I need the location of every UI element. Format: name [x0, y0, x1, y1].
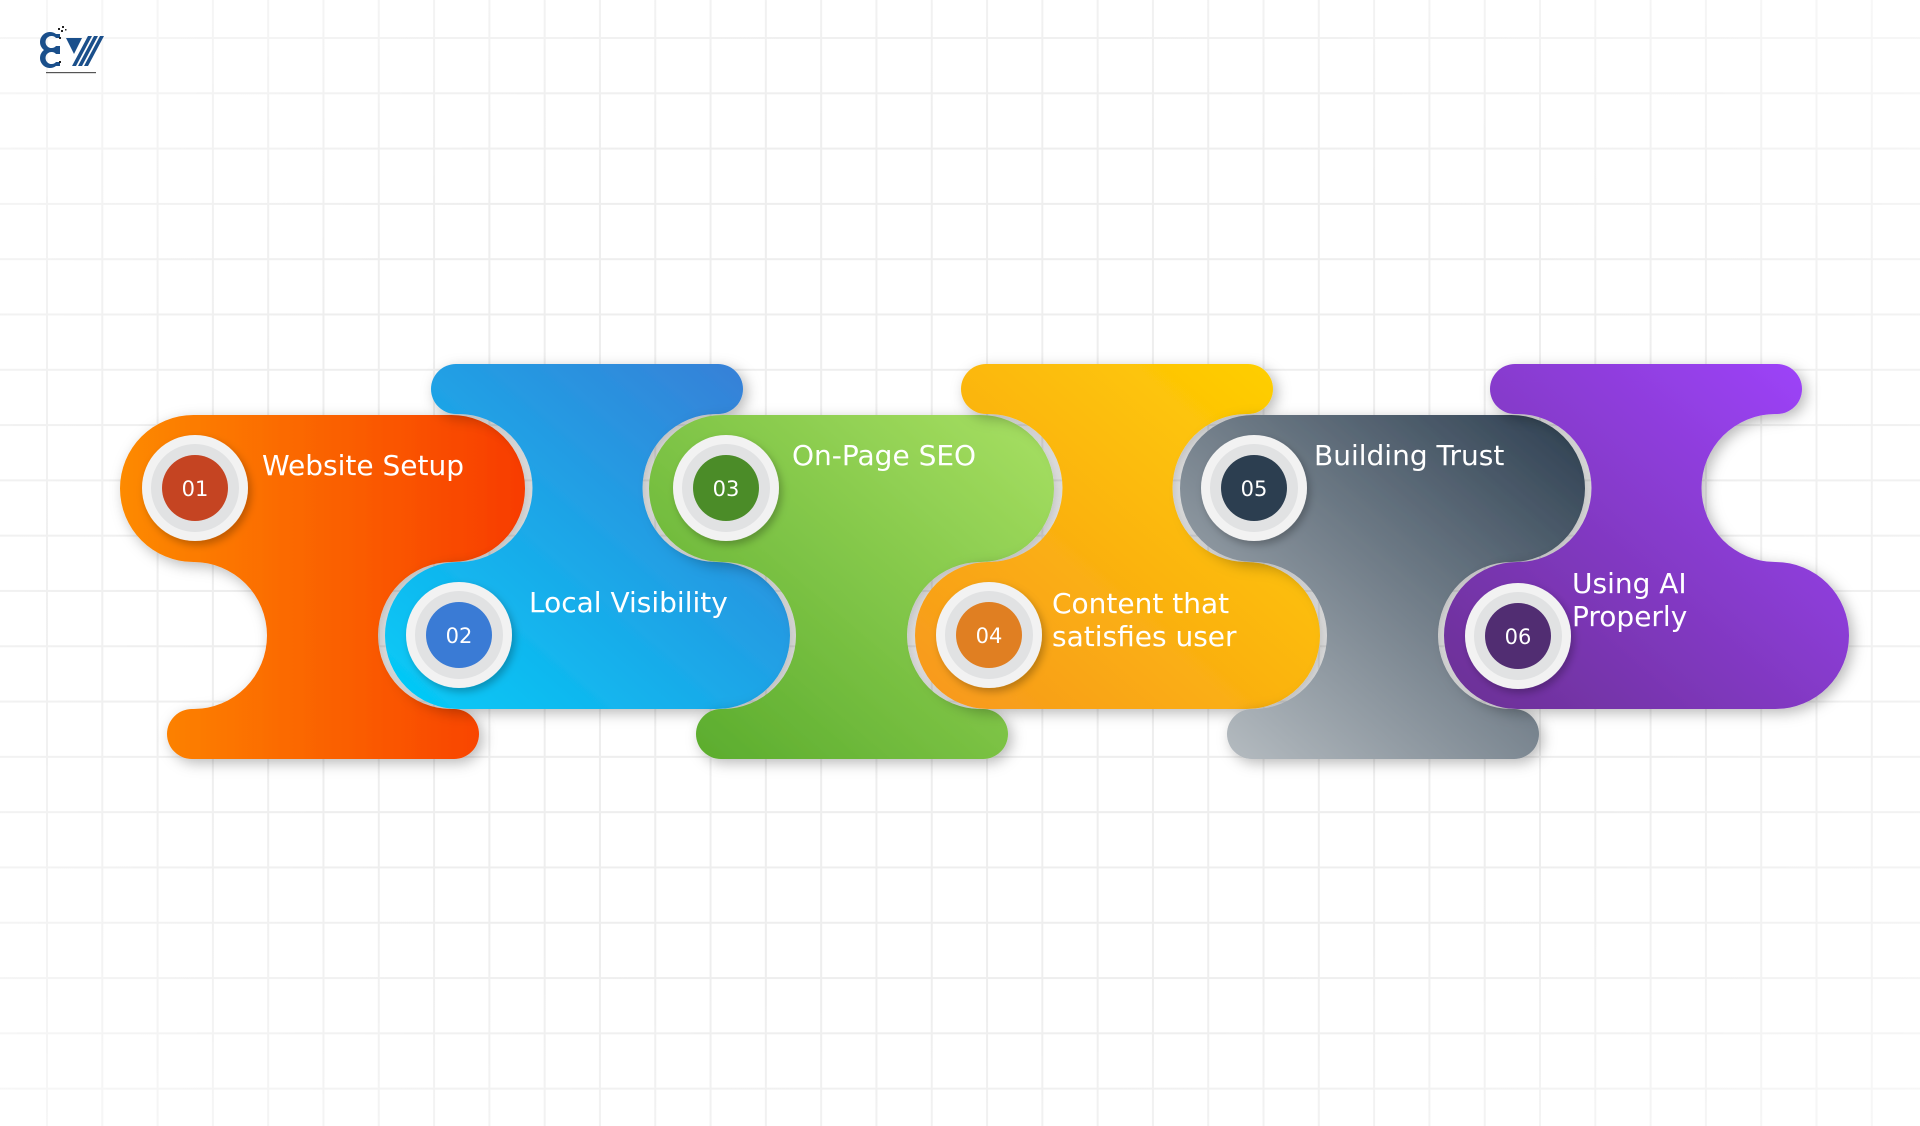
step-06-title-line-1: Using AI: [1572, 567, 1687, 600]
step-number: 01: [182, 477, 209, 501]
step-02-title: Local Visibility: [529, 586, 728, 619]
step-number: 06: [1505, 625, 1532, 649]
badge-06: 06: [1465, 583, 1571, 689]
step-04-title-line-1: Content that: [1052, 587, 1229, 620]
badge-04: 04: [936, 582, 1042, 688]
step-03-title: On-Page SEO: [792, 439, 976, 472]
step-01-title: Website Setup: [262, 449, 464, 482]
badge-02: 02: [406, 582, 512, 688]
step-number: 05: [1241, 477, 1268, 501]
step-number: 04: [976, 624, 1003, 648]
step-06-title-line-2: Properly: [1572, 600, 1687, 633]
step-number: 03: [713, 477, 740, 501]
badge-01: 01: [142, 435, 248, 541]
badge-05: 05: [1201, 435, 1307, 541]
badge-03: 03: [673, 435, 779, 541]
company-logo: [40, 26, 104, 74]
step-04-title-line-2: satisfies user: [1052, 620, 1237, 653]
step-number: 02: [446, 624, 473, 648]
step-05-title: Building Trust: [1314, 439, 1504, 472]
